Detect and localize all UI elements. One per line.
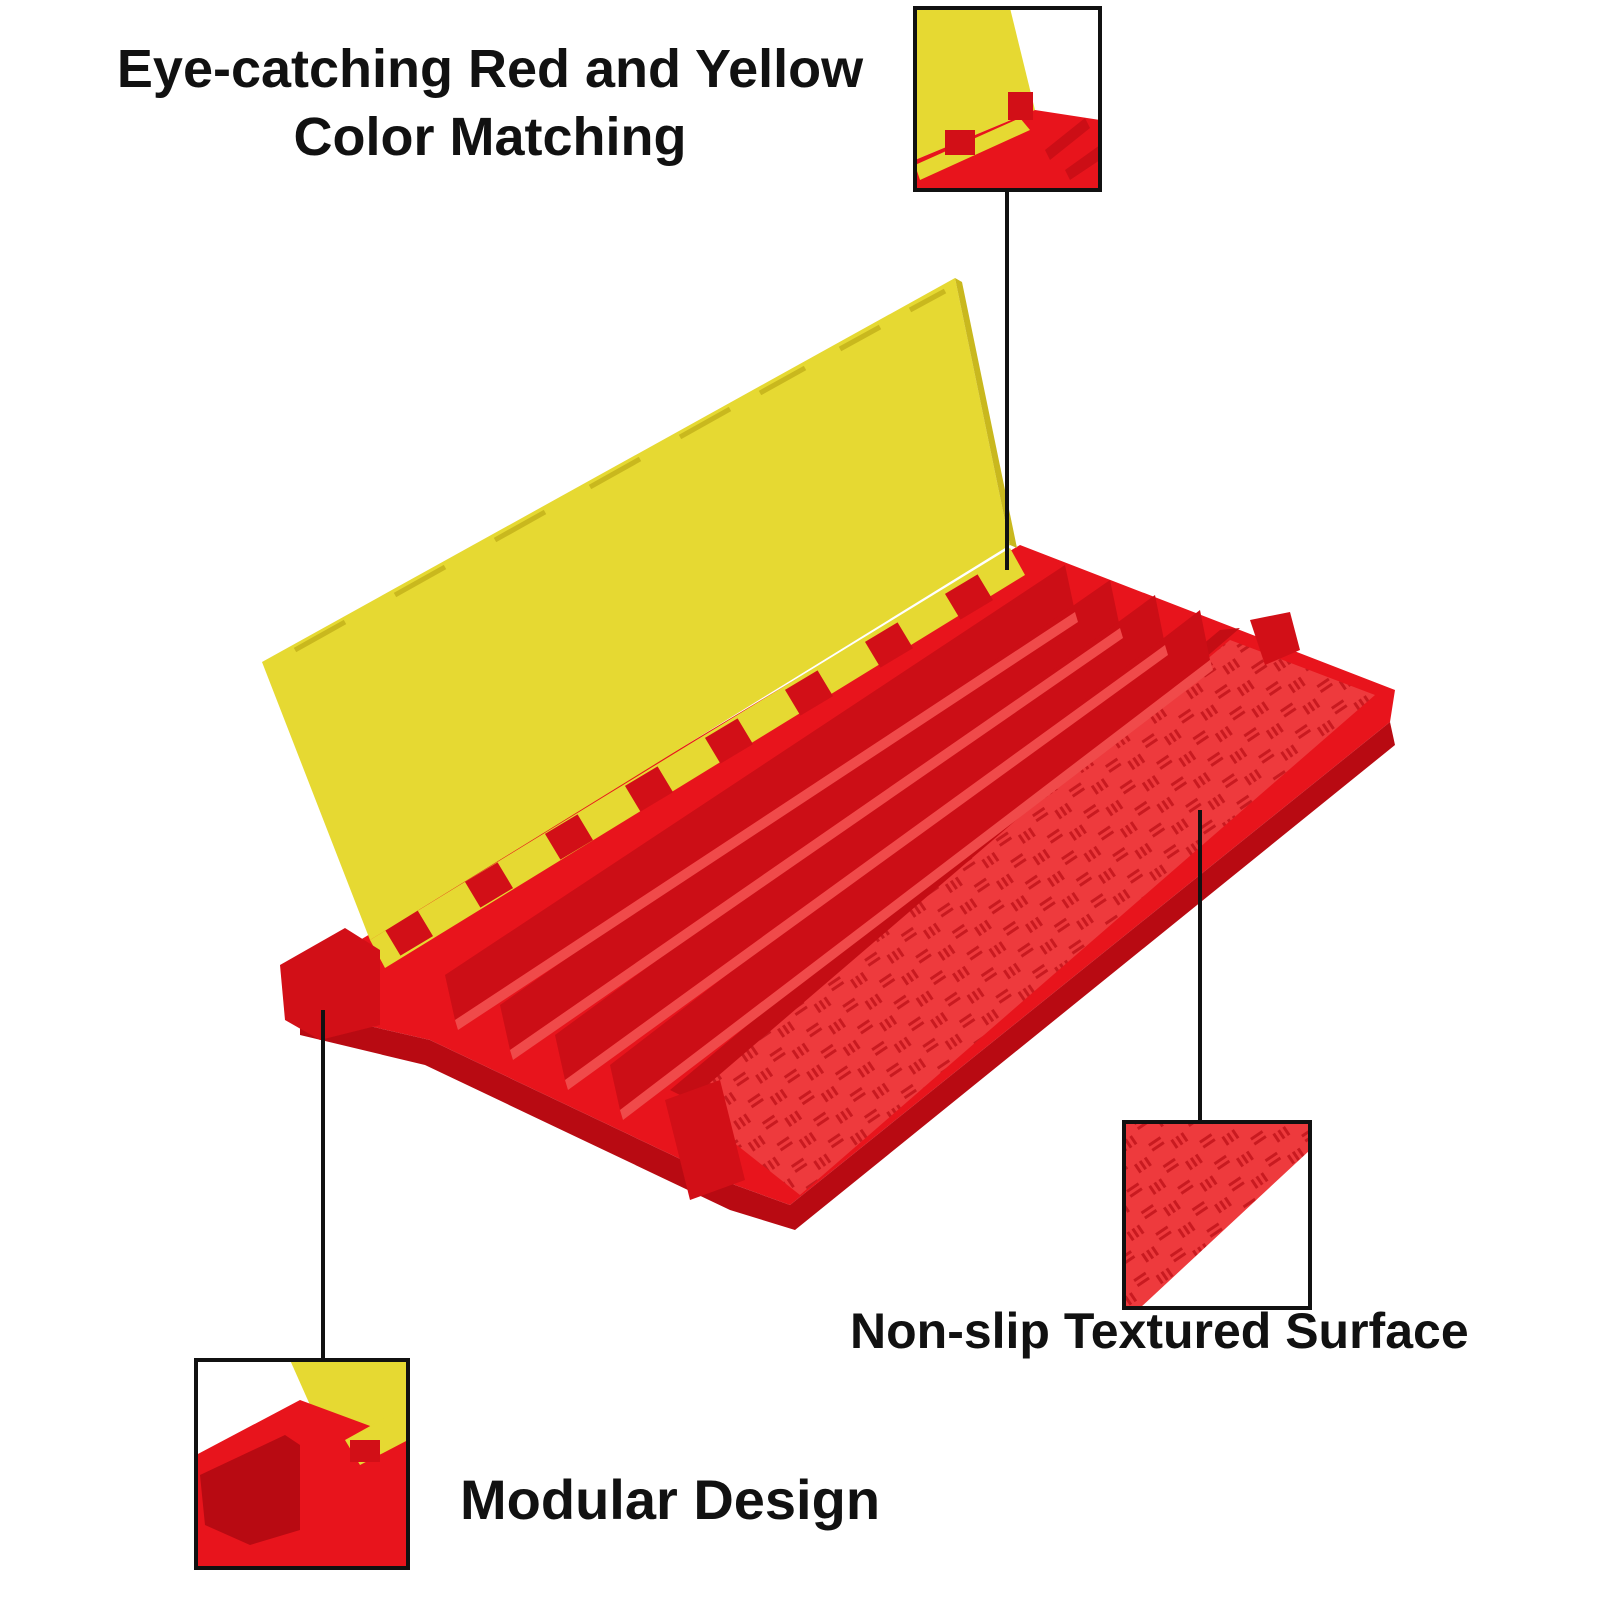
callout-modular-design: Modular Design: [460, 1468, 881, 1531]
callout-color-line2: Color Matching: [293, 106, 687, 167]
inset-color-matching: [913, 6, 1102, 192]
inset-textured-surface: [1122, 1120, 1312, 1310]
inset-modular-design: [194, 1358, 410, 1570]
callout-color-matching: Eye-catching Red and Yellow Color Matchi…: [60, 36, 920, 171]
yellow-lid-edge: [955, 278, 1017, 548]
leader-lines: [321, 192, 1202, 1362]
right-connector-bottom: [665, 1080, 745, 1200]
callout-color-line1: Eye-catching Red and Yellow: [116, 39, 864, 99]
cable-protector: [262, 278, 1395, 1230]
right-connector-top: [1250, 612, 1300, 665]
hinge-knuckles: [384, 574, 994, 956]
hinge-strip: [370, 548, 1025, 968]
channel-dividers: [445, 565, 1210, 1110]
yellow-lid: [262, 278, 1010, 940]
textured-ramp: [680, 640, 1375, 1195]
callout-non-slip-surface: Non-slip Textured Surface: [850, 1303, 1469, 1359]
channel-divider-highlights: [455, 612, 1213, 1120]
lid-ridges: [293, 288, 947, 653]
left-connector: [280, 928, 380, 1040]
